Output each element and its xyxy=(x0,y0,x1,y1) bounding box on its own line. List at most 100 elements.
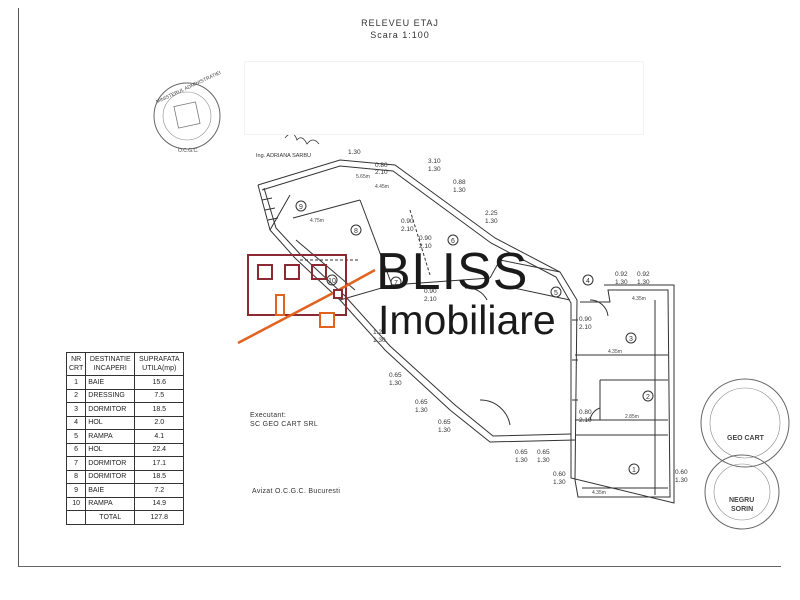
table-cell: 22.4 xyxy=(134,442,185,457)
room-marker xyxy=(295,200,307,212)
room-number: 6 xyxy=(451,238,455,245)
table-cell: DORMITOR xyxy=(85,402,136,417)
outer-wall-left xyxy=(257,184,576,443)
door-label: 2.10 xyxy=(419,243,432,250)
room-marker xyxy=(628,463,640,475)
table-cell: 7 xyxy=(65,456,87,471)
table-cell: TOTAL xyxy=(85,510,136,525)
table-cell: 6 xyxy=(65,442,87,457)
table-cell: RAMPA xyxy=(85,496,136,511)
door-label: 2.10 xyxy=(375,169,388,176)
door-label: 0.80 xyxy=(579,409,592,416)
dimension: 4.35m xyxy=(592,490,606,496)
table-cell: RAMPA xyxy=(85,429,136,444)
drawing-scale: Scara 1:100 xyxy=(370,30,430,40)
partition-wall xyxy=(499,259,561,273)
table-cell: 3 xyxy=(65,402,87,417)
table-cell: 18.5 xyxy=(134,402,185,417)
door-label: 1.30 xyxy=(428,166,441,173)
logo-word-bliss: BLISS xyxy=(376,243,529,301)
door-swing xyxy=(464,287,488,301)
table-cell: 7.5 xyxy=(134,388,185,403)
door-label: 1.30 xyxy=(348,149,361,156)
stamp-text: MINISTERUL ADMINISTRATIEI xyxy=(155,70,222,105)
door-label: 3.10 xyxy=(428,158,441,165)
door-label: 1.30 xyxy=(485,218,498,225)
door-label: 2.10 xyxy=(579,417,592,424)
door-label: 1.30 xyxy=(373,337,386,344)
stamp-left: MINISTERUL ADMINISTRATIEI O.C.G.C. xyxy=(153,70,222,154)
room-number: 1 xyxy=(632,467,636,474)
table-cell: 127.8 xyxy=(134,510,185,525)
room-marker xyxy=(642,390,654,402)
stamp-text: NEGRU xyxy=(729,497,754,504)
table-cell: 2 xyxy=(65,388,87,403)
table-cell: DORMITOR xyxy=(85,456,136,471)
outer-wall xyxy=(257,159,671,498)
table-cell: 8 xyxy=(65,469,87,484)
door-label: 1.30 xyxy=(675,477,688,484)
stamp-text: O.C.G.C. xyxy=(178,148,199,154)
room-number: 3 xyxy=(629,336,633,343)
outer-wall-left-inner xyxy=(263,187,572,437)
table-cell: 10 xyxy=(65,496,87,511)
door-label: 0.92 xyxy=(637,271,650,278)
stamp-text: SORIN xyxy=(731,506,753,513)
door-label: 0.65 xyxy=(515,449,528,456)
partition-wall xyxy=(499,284,571,301)
table-cell: 1 xyxy=(65,375,87,390)
hatch xyxy=(264,207,276,211)
room-marker xyxy=(390,276,402,288)
door-label: 0.80 xyxy=(375,162,388,169)
table-cell: 14.9 xyxy=(134,496,185,511)
table-cell: BAIE xyxy=(85,375,136,390)
room-number: 5 xyxy=(554,290,558,297)
room-number: 4 xyxy=(586,278,590,285)
executant-label: Executant: xyxy=(250,412,287,419)
door-label: 0.90 xyxy=(424,288,437,295)
table-cell: 5 xyxy=(65,429,87,444)
drawing-title: RELEVEU ETAJ xyxy=(361,18,439,28)
table-cell: DRESSING xyxy=(85,388,136,403)
room-legend-table: NR CRT DESTINATIE INCAPERI SUPRAFATA UTI… xyxy=(65,352,185,525)
room-marker xyxy=(625,332,637,344)
table-cell: 7.2 xyxy=(134,483,185,498)
door-label: 0.88 xyxy=(453,179,466,186)
door-swing xyxy=(589,407,601,421)
door-label: 1.30 xyxy=(615,279,628,286)
room-number: 9 xyxy=(299,204,303,211)
dimension: 4.35m xyxy=(608,349,622,355)
door-label: 1.20 xyxy=(373,329,386,336)
table-cell: 17.1 xyxy=(134,456,185,471)
executant-name: SC GEO CART SRL xyxy=(250,421,319,428)
legend-header: SUPRAFATA UTILA(mp) xyxy=(134,352,185,376)
stamp-right: GEO CART NEGRU SORIN xyxy=(700,378,790,530)
signature-label: Ing. ADRIANA SARBU xyxy=(256,153,311,159)
logo-house-icon xyxy=(237,254,376,345)
door-label: 0.65 xyxy=(415,399,428,406)
door-label: 2.10 xyxy=(579,324,592,331)
door-swing xyxy=(589,299,609,317)
table-cell: 15.6 xyxy=(134,375,185,390)
room-number: 7 xyxy=(394,280,398,287)
logo-word-imobiliare: Imobiliare xyxy=(378,297,556,343)
door-label: 0.90 xyxy=(579,316,592,323)
partition-wall xyxy=(339,284,393,301)
door-label: 0.65 xyxy=(537,449,550,456)
door-label: 2.25 xyxy=(485,210,498,217)
dimension: 5.65m xyxy=(356,174,370,180)
door-label: 1.30 xyxy=(438,427,451,434)
partition-wall xyxy=(269,194,291,231)
door-label: 0.60 xyxy=(675,469,688,476)
door-label: 1.30 xyxy=(415,407,428,414)
partition-wall xyxy=(489,259,501,279)
redaction-box xyxy=(244,61,644,135)
